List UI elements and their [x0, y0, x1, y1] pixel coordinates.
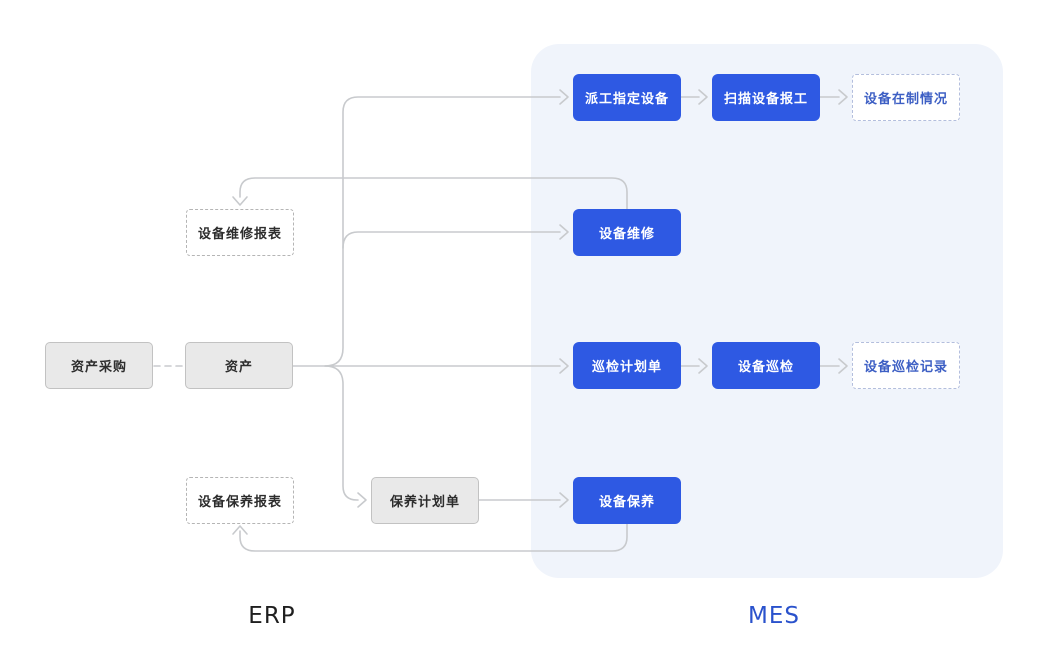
edge-inspection-to-record [819, 358, 848, 374]
edge-asset-to-equipment-repair [342, 224, 569, 249]
edge-dispatch-to-scan [680, 89, 708, 105]
edge-scan-to-wip-status [819, 89, 848, 105]
node-equipment-wip-status: 设备在制情况 [852, 74, 960, 121]
node-asset: 资产 [185, 342, 293, 389]
node-equipment-maintenance: 设备保养 [573, 477, 681, 524]
edge-asset-to-dispatch-equipment [324, 89, 569, 367]
node-inspection-record: 设备巡检记录 [852, 342, 960, 389]
arrowhead-into-dispatch-equipment [559, 89, 569, 105]
arrowhead-into-equipment-maintenance [559, 492, 569, 508]
arrowhead-into-repair-report [232, 196, 248, 206]
node-repair-report: 设备维修报表 [186, 209, 294, 256]
node-asset-purchase: 资产采购 [45, 342, 153, 389]
edge-inspection-plan-to-inspection [680, 358, 708, 374]
node-scan-equipment-report: 扫描设备报工 [712, 74, 820, 121]
arrowhead-into-equipment-inspection [698, 358, 708, 374]
arrowhead-into-inspection-record [838, 358, 848, 374]
node-inspection-plan: 巡检计划单 [573, 342, 681, 389]
edge-repair-to-repair-report [232, 177, 628, 210]
node-equipment-repair: 设备维修 [573, 209, 681, 256]
arrowhead-into-maintenance-plan [357, 492, 367, 508]
arrowhead-into-scan-report [698, 89, 708, 105]
edge-maintenance-to-maintenance-report [232, 523, 628, 552]
arrowhead-into-equipment-repair [559, 224, 569, 240]
arrowhead-into-inspection-plan [559, 358, 569, 374]
node-dispatch-equipment: 派工指定设备 [573, 74, 681, 121]
node-maintenance-plan: 保养计划单 [371, 477, 479, 524]
node-equipment-inspection: 设备巡检 [712, 342, 820, 389]
node-maintenance-report: 设备保养报表 [186, 477, 294, 524]
edge-asset-to-maintenance-plan [324, 365, 367, 508]
edge-maintenance-plan-to-maintenance [478, 492, 569, 508]
edge-asset-to-inspection-plan [292, 358, 569, 374]
erp-section-label: ERP [248, 603, 296, 629]
arrowhead-into-wip-status [838, 89, 848, 105]
mes-section-label: MES [748, 603, 800, 629]
arrowhead-into-maintenance-report [232, 525, 248, 535]
